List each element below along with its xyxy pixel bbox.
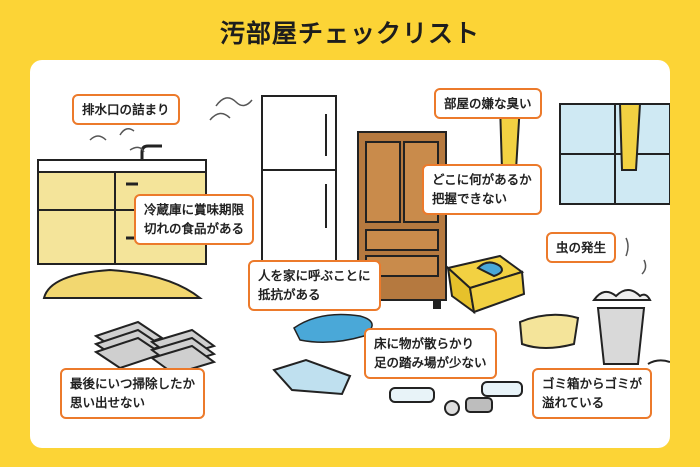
- label-drain-clog: 排水口の詰まり: [72, 94, 180, 126]
- label-reluctant-visitors: 人を家に呼ぶことに 抵抗がある: [248, 260, 381, 311]
- scattered-clothes-illustration: [272, 313, 580, 396]
- page-title: 汚部屋チェックリスト: [219, 19, 480, 48]
- wardrobe-illustration: [357, 131, 447, 309]
- cardboard-box-illustration: [445, 254, 526, 315]
- rug-illustration: [42, 268, 203, 299]
- trash-can-illustration: [592, 237, 670, 365]
- label-floor-cluttered: 床に物が散らかり 足の踏み場が少ない: [364, 328, 497, 379]
- newspaper-stack-illustration: [93, 320, 217, 376]
- label-dont-know-where: どこに何があるか 把握できない: [422, 164, 542, 215]
- spilled-water-illustration: [293, 313, 373, 343]
- label-expired-food: 冷蔵庫に賞味期限 切れの食品がある: [134, 194, 255, 245]
- label-last-cleaned: 最後にいつ掃除したか 思い出せない: [60, 368, 206, 419]
- label-trash-overflow: ゴミ箱からゴミが 溢れている: [532, 368, 653, 419]
- window-illustration: [498, 103, 670, 205]
- scattered-bottles-illustration: [389, 381, 523, 416]
- label-bug-outbreak: 虫の発生: [546, 232, 617, 264]
- label-bad-smell: 部屋の嫌な臭い: [434, 88, 542, 120]
- illustration-panel: 排水口の詰まり 部屋の嫌な臭い どこに何があるか 把握できない 冷蔵庫に賞味期限…: [30, 60, 670, 448]
